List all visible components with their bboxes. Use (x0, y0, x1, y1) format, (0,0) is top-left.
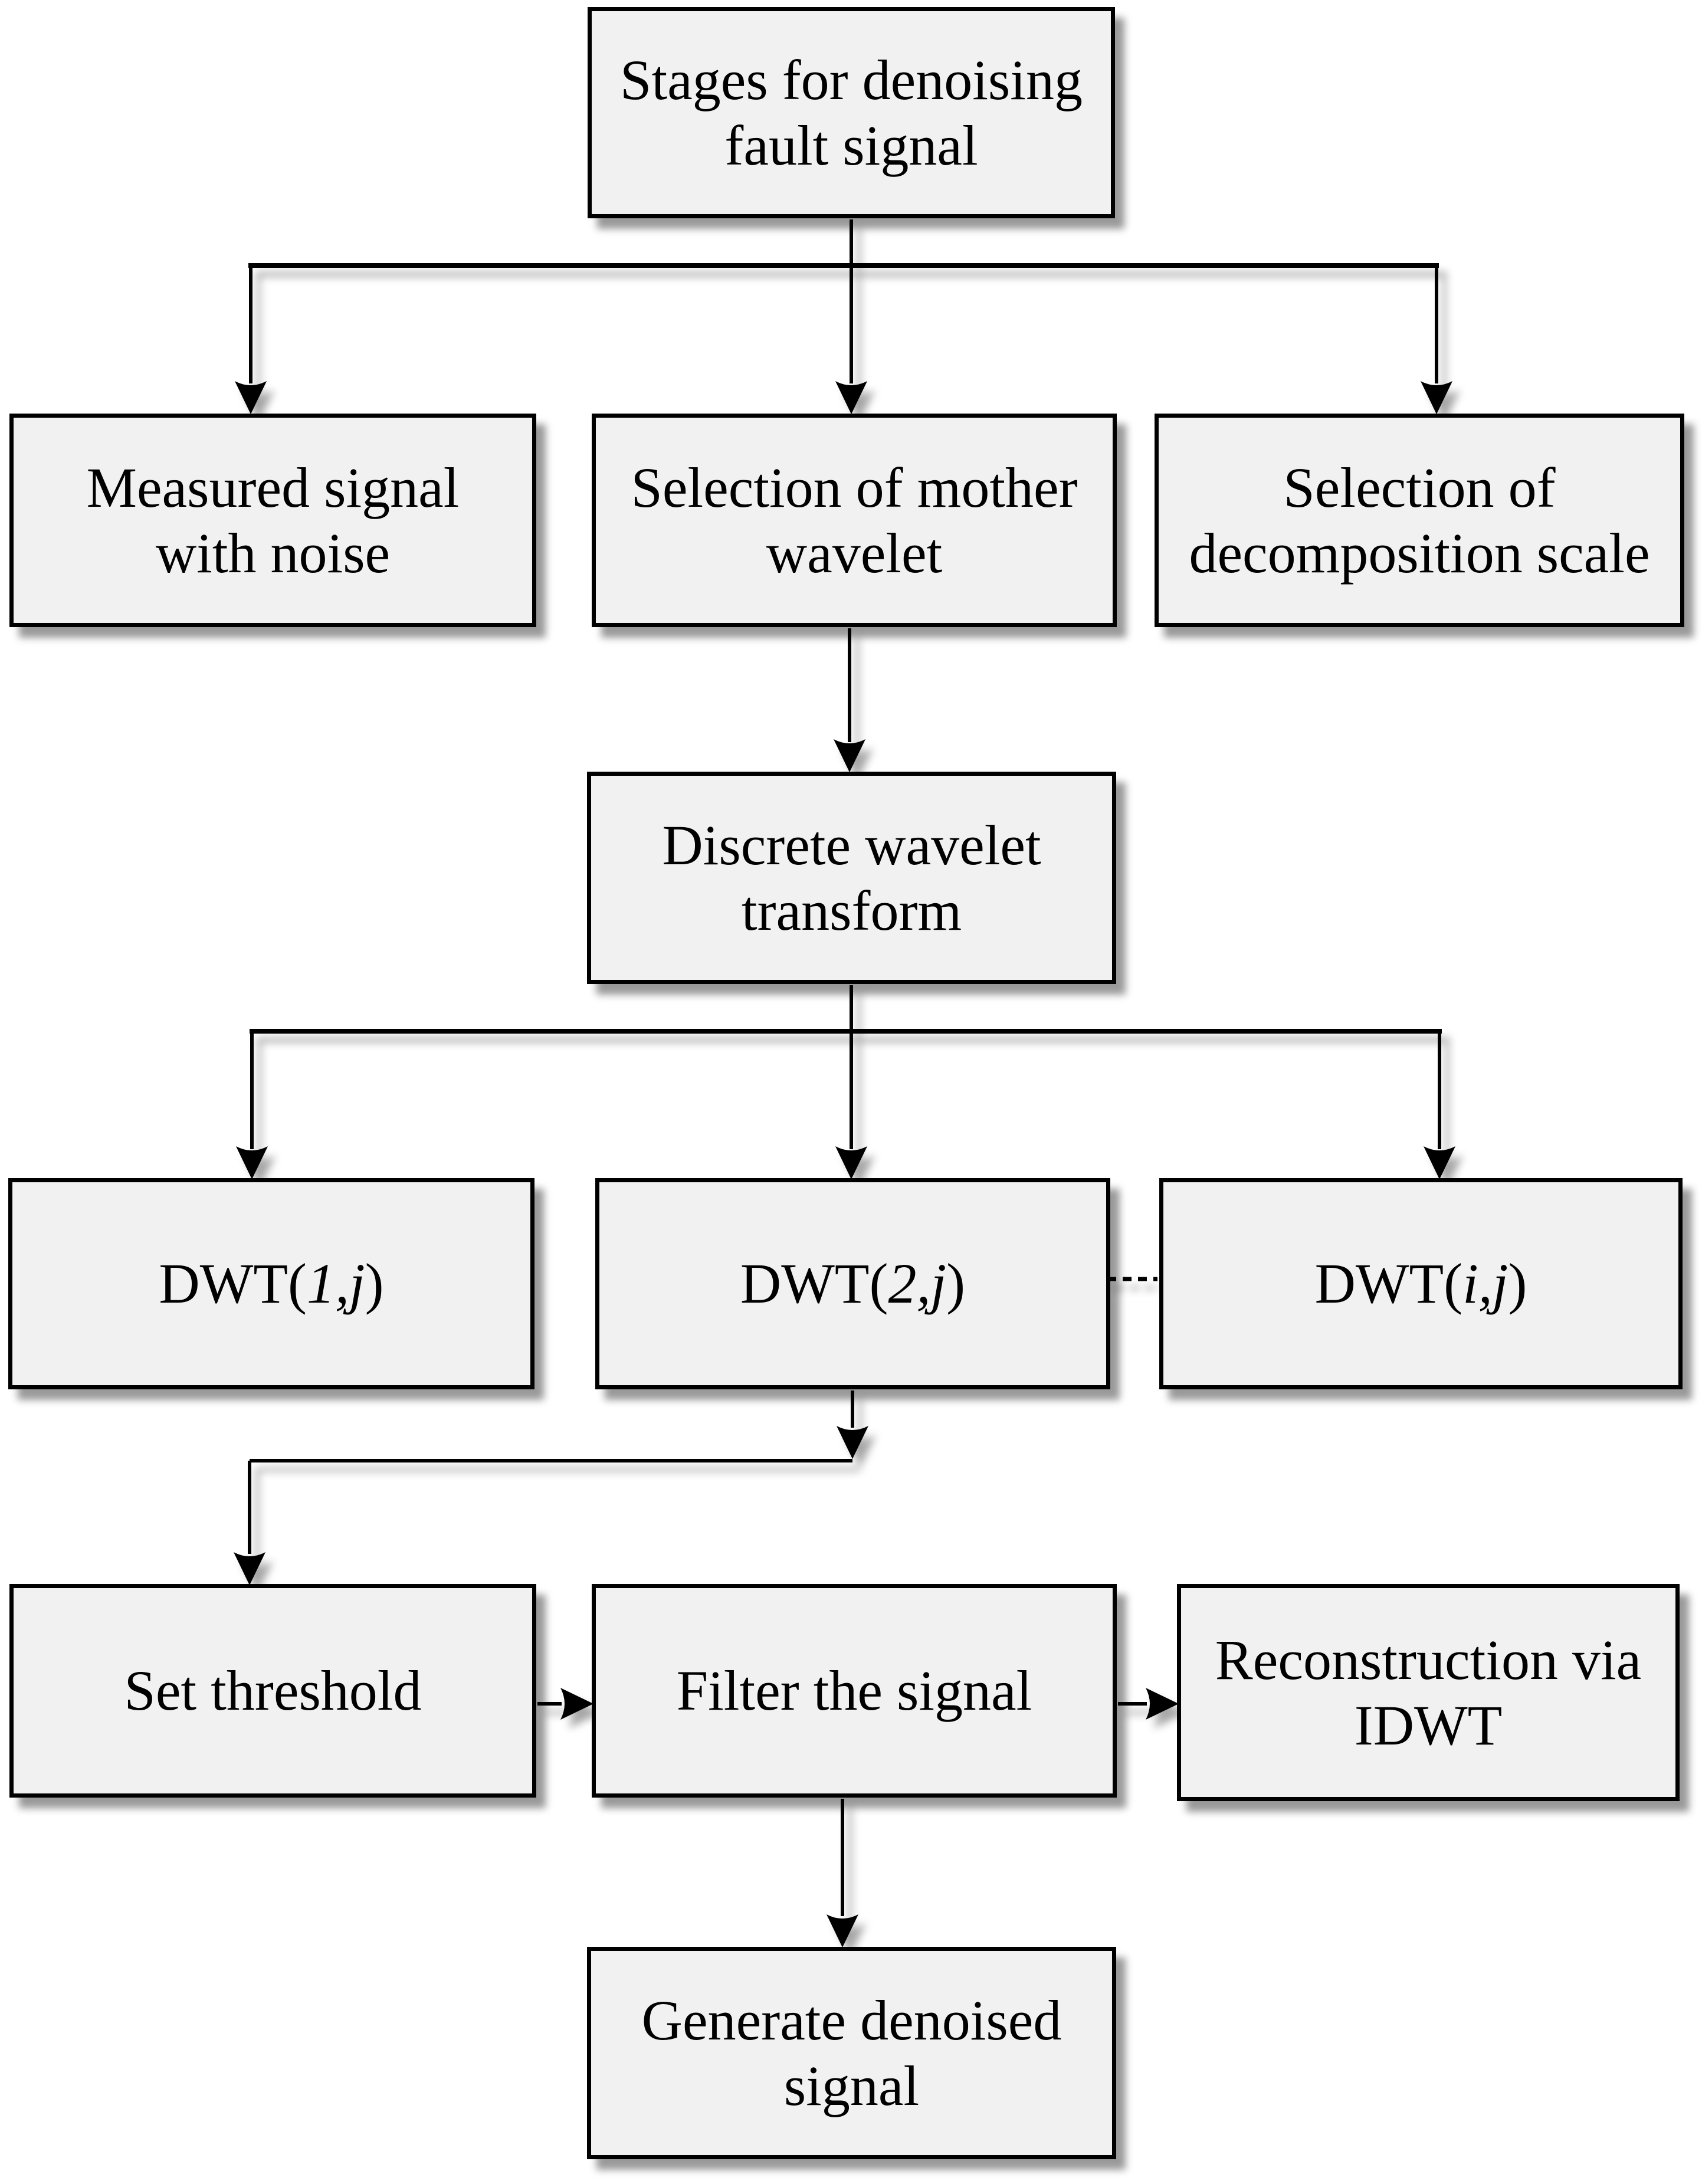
node-dwt-ij: DWT(i,j) (1159, 1178, 1683, 1389)
node-generate-denoised-signal: Generate denoised signal (587, 1947, 1116, 2159)
connector-filter-to-generate (827, 1799, 858, 1947)
arrowhead-down-icon (837, 1426, 868, 1459)
node-decomposition-scale-selection: Selection of decomposition scale (1155, 414, 1684, 627)
connector-start-branch (235, 219, 1452, 414)
dwt-args: 1,j (306, 1252, 365, 1316)
arrowhead-down-icon (835, 1146, 867, 1179)
arrowhead-down-icon (834, 739, 865, 772)
node-label: Set threshold (124, 1659, 422, 1723)
node-label: Generate denoised signal (641, 1988, 1062, 2117)
node-label: Reconstruction via IDWT (1215, 1628, 1642, 1757)
dwt-suffix: ) (1508, 1252, 1527, 1316)
node-stages-for-denoising: Stages for denoising fault signal (588, 7, 1115, 218)
dwt-prefix: DWT( (740, 1252, 888, 1316)
node-mother-wavelet-selection: Selection of mother wavelet (592, 414, 1117, 627)
dwt-suffix: ) (946, 1252, 966, 1316)
connector-mother-to-dwt (834, 628, 865, 772)
node-discrete-wavelet-transform: Discrete wavelet transform (587, 772, 1116, 984)
dwt-args: 2,j (888, 1252, 947, 1316)
node-set-threshold: Set threshold (9, 1584, 536, 1798)
arrowhead-down-icon (236, 1146, 268, 1179)
dwt-suffix: ) (365, 1252, 384, 1316)
node-dwt-1j: DWT(1,j) (8, 1178, 534, 1389)
node-label: Selection of mother wavelet (631, 455, 1078, 585)
node-label: Filter the signal (676, 1659, 1032, 1723)
arrowhead-right-icon (560, 1688, 593, 1720)
dwt-args: i,j (1462, 1252, 1508, 1316)
node-label: Stages for denoising fault signal (620, 48, 1083, 177)
node-label: Measured signal with noise (86, 455, 460, 585)
node-label: DWT(2,j) (599, 1251, 1106, 1316)
arrowhead-down-icon (1424, 1146, 1455, 1179)
dwt-prefix: DWT( (159, 1252, 307, 1316)
node-label: DWT(i,j) (1163, 1251, 1678, 1316)
connector-dwt-branch (236, 985, 1455, 1179)
dwt-prefix: DWT( (1314, 1252, 1463, 1316)
connector-dwt2-to-threshold (234, 1391, 868, 1585)
arrowhead-down-icon (827, 1914, 858, 1947)
connector-threshold-to-filter (537, 1688, 593, 1720)
arrowhead-right-icon (1146, 1688, 1179, 1720)
node-label: Selection of decomposition scale (1189, 455, 1650, 585)
connector-filter-to-reconstruction (1118, 1688, 1179, 1720)
arrowhead-down-icon (1421, 381, 1452, 414)
node-dwt-2j: DWT(2,j) (595, 1178, 1110, 1389)
arrowhead-down-icon (234, 1552, 265, 1585)
node-measured-signal: Measured signal with noise (9, 414, 536, 627)
node-filter-signal: Filter the signal (592, 1584, 1117, 1798)
arrowhead-down-icon (235, 381, 267, 414)
arrowhead-down-icon (835, 381, 867, 414)
node-label: DWT(1,j) (12, 1251, 530, 1316)
node-reconstruction-idwt: Reconstruction via IDWT (1177, 1584, 1680, 1801)
node-label: Discrete wavelet transform (662, 813, 1041, 942)
